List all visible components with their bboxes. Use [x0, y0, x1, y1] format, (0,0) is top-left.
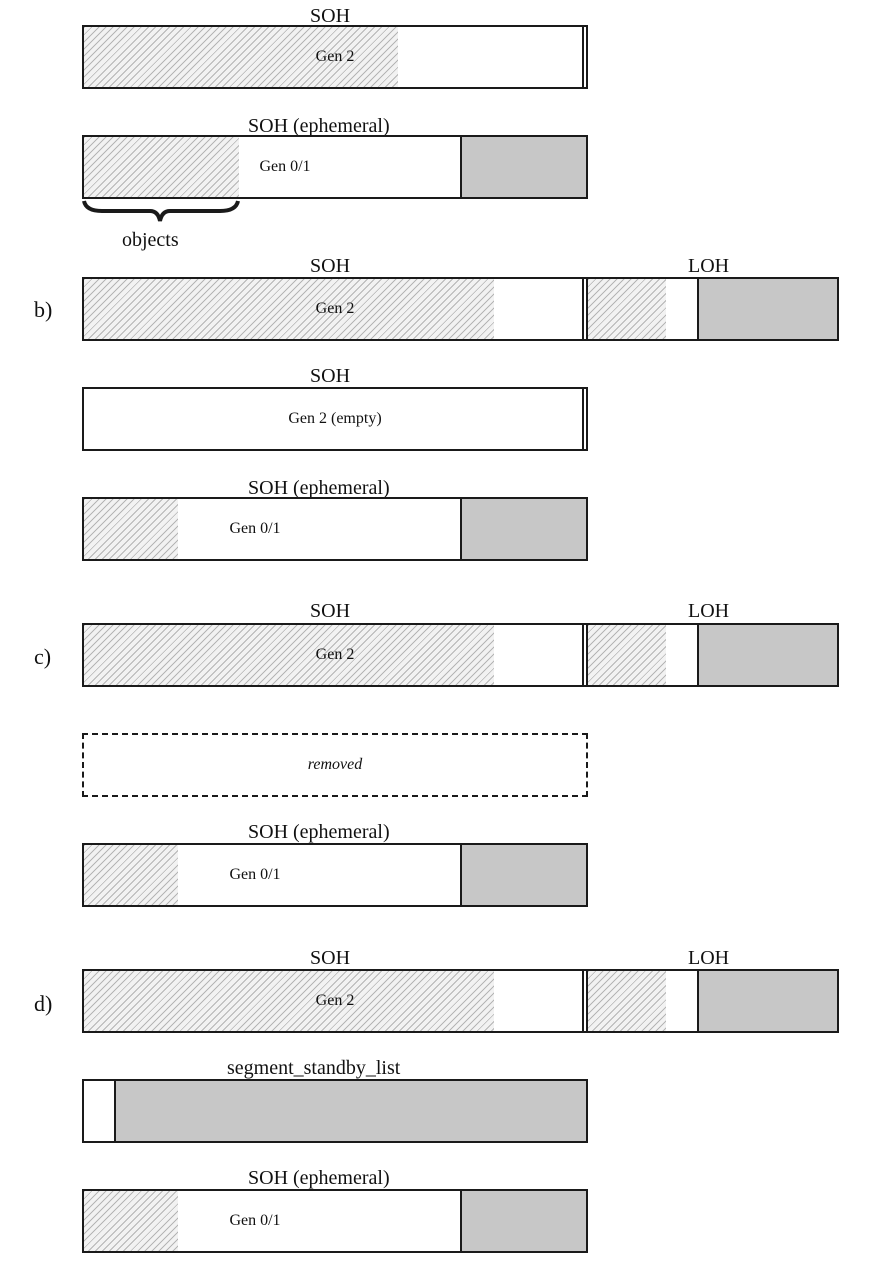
soh-ephemeral-label-d: SOH (ephemeral) — [248, 1167, 390, 1189]
segment-end-marker — [582, 971, 584, 1031]
soh-label-b: SOH — [310, 255, 351, 277]
objects-region — [588, 971, 666, 1031]
free-region — [462, 1191, 586, 1251]
soh-ephemeral-segment-b: Gen 0/1 — [82, 497, 588, 561]
soh-gen2-segment-c: Gen 2 — [82, 623, 588, 687]
soh-ephemeral-label-b: SOH (ephemeral) — [248, 477, 390, 499]
free-boundary — [460, 845, 462, 905]
soh-label-d: SOH — [310, 947, 351, 969]
soh-label-c: SOH — [310, 600, 351, 622]
soh-label-b2: SOH — [310, 365, 351, 387]
soh-ephemeral-segment-c: Gen 0/1 — [82, 843, 588, 907]
segment-end-marker — [582, 279, 584, 339]
loh-label-b: LOH — [688, 255, 730, 277]
objects-region — [84, 1191, 178, 1251]
soh-ephemeral-label-a: SOH (ephemeral) — [248, 115, 390, 137]
soh-gen2-segment-a: Gen 2 — [82, 25, 588, 89]
gen01-label: Gen 0/1 — [229, 1212, 281, 1229]
free-boundary — [460, 137, 462, 197]
free-region — [699, 971, 837, 1031]
gen2-label: Gen 2 — [315, 646, 355, 663]
gen2-label: Gen 2 — [315, 300, 355, 317]
gen2-empty-label: Gen 2 (empty) — [288, 410, 382, 427]
loh-label-d: LOH — [688, 947, 730, 969]
free-region — [116, 1081, 586, 1141]
section-d-label: d) — [34, 991, 53, 1016]
objects-brace — [82, 200, 240, 222]
section-c-label: c) — [34, 644, 52, 669]
removed-segment: removed — [82, 733, 588, 797]
gen01-label: Gen 0/1 — [229, 866, 281, 883]
segment-end-marker — [582, 625, 584, 685]
soh-gen2-segment-d: Gen 2 — [82, 969, 588, 1033]
objects-region — [84, 499, 178, 559]
free-region — [699, 625, 837, 685]
objects-region — [84, 27, 398, 87]
soh-label-a: SOH — [310, 5, 351, 27]
objects-region — [84, 845, 178, 905]
objects-label: objects — [122, 229, 179, 251]
soh-ephemeral-label-c: SOH (ephemeral) — [248, 821, 390, 843]
loh-segment-d — [586, 969, 839, 1033]
soh-gen2-empty-segment-b: Gen 2 (empty) — [82, 387, 588, 451]
objects-region — [84, 971, 494, 1031]
segment-standby-list-label: segment_standby_list — [227, 1057, 401, 1079]
segment-end-marker — [582, 389, 584, 449]
objects-region — [588, 625, 666, 685]
free-region — [462, 137, 586, 197]
free-region — [699, 279, 837, 339]
gen01-label: Gen 0/1 — [259, 158, 311, 175]
section-b-label: b) — [34, 297, 53, 322]
free-boundary — [697, 625, 699, 685]
free-region — [462, 499, 586, 559]
soh-ephemeral-segment-d: Gen 0/1 — [82, 1189, 588, 1253]
soh-ephemeral-segment-a: Gen 0/1 — [82, 135, 588, 199]
objects-region — [588, 279, 666, 339]
free-boundary — [114, 1081, 116, 1141]
gen2-label: Gen 2 — [315, 992, 355, 1009]
free-boundary — [460, 499, 462, 559]
segment-end-marker — [582, 27, 584, 87]
loh-label-c: LOH — [688, 600, 730, 622]
objects-region — [84, 279, 494, 339]
free-region — [462, 845, 586, 905]
objects-region — [84, 137, 239, 197]
gen01-label: Gen 0/1 — [229, 520, 281, 537]
free-boundary — [697, 279, 699, 339]
soh-gen2-segment-b: Gen 2 — [82, 277, 588, 341]
gen2-label: Gen 2 — [315, 48, 355, 65]
loh-segment-b — [586, 277, 839, 341]
segment-standby-list — [82, 1079, 588, 1143]
loh-segment-c — [586, 623, 839, 687]
free-boundary — [697, 971, 699, 1031]
free-boundary — [460, 1191, 462, 1251]
removed-label: removed — [307, 756, 363, 773]
objects-region — [84, 625, 494, 685]
